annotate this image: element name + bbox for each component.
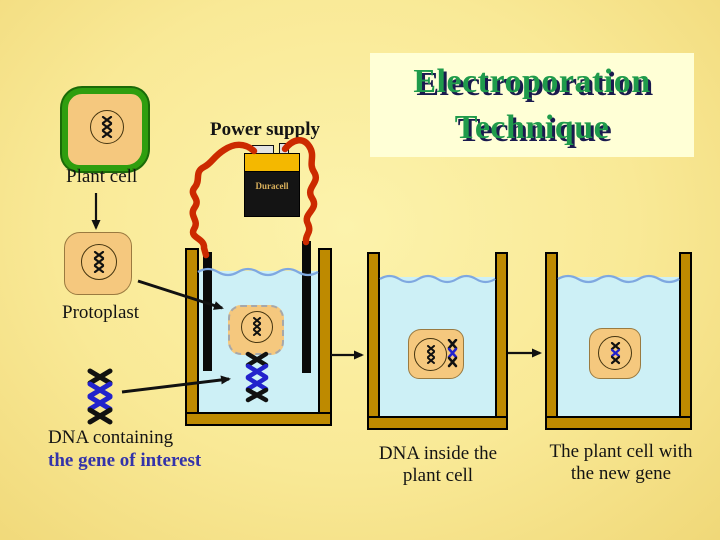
nucleus xyxy=(414,338,447,371)
cell-in-beaker-3 xyxy=(589,328,641,379)
beaker-3-left-wall xyxy=(545,252,558,430)
dna-helix-icon-new-gene xyxy=(447,339,458,368)
dna-coil-icon xyxy=(101,116,113,138)
beaker-3-right-wall xyxy=(679,252,692,430)
dna-coil-icon xyxy=(253,317,261,336)
electrode-right xyxy=(302,241,311,373)
battery-top-band xyxy=(245,154,299,172)
beaker-2-left-wall xyxy=(367,252,380,430)
plant-cell xyxy=(62,88,148,171)
beaker-1-bottom xyxy=(185,412,332,426)
dna-coil-icon xyxy=(426,344,435,364)
title-line-1: Electroporation xyxy=(413,63,651,100)
protoplast-label: Protoplast xyxy=(62,302,140,323)
result-line-2: the new gene xyxy=(570,463,672,484)
gene-of-interest-label: the gene of interest xyxy=(48,450,202,471)
dna-containing-label: DNA containing xyxy=(48,427,174,448)
result-line-1: The plant cell with xyxy=(549,441,693,462)
title-line-2: Technique xyxy=(454,109,610,146)
battery-terminal-icon xyxy=(252,145,274,154)
dna-coil-icon xyxy=(93,251,105,273)
beaker-2-bottom xyxy=(367,416,508,430)
dna-helix-icon-main xyxy=(87,368,113,425)
electrode-left xyxy=(203,252,212,371)
dna-inside-label: DNA inside the plant cell xyxy=(363,443,513,487)
dna-coil-new-gene-icon xyxy=(610,341,620,364)
title-box: Electroporation Technique xyxy=(370,53,694,157)
beaker-1-right-wall xyxy=(318,248,332,426)
dna-inside-line-2: plant cell xyxy=(402,465,474,486)
beaker-3-bottom xyxy=(545,416,692,430)
plant-cell-label: Plant cell xyxy=(66,166,138,187)
power-supply-label: Power supply xyxy=(210,119,320,140)
battery-brand-label: Duracell xyxy=(255,181,289,191)
protoplast xyxy=(64,232,132,295)
cell-in-beaker-2 xyxy=(408,329,464,379)
battery: Duracell xyxy=(244,143,300,217)
dna-inside-line-1: DNA inside the xyxy=(378,443,498,464)
beaker-2-right-wall xyxy=(495,252,508,430)
protoplast-nucleus xyxy=(81,244,117,280)
nucleus xyxy=(241,311,273,343)
battery-terminal-icon xyxy=(279,143,289,154)
plant-cell-nucleus xyxy=(90,110,124,144)
protoplast-in-beaker-1 xyxy=(228,305,284,355)
result-label: The plant cell with the new gene xyxy=(535,441,707,485)
nucleus xyxy=(598,336,632,370)
beaker-1-left-wall xyxy=(185,248,199,426)
